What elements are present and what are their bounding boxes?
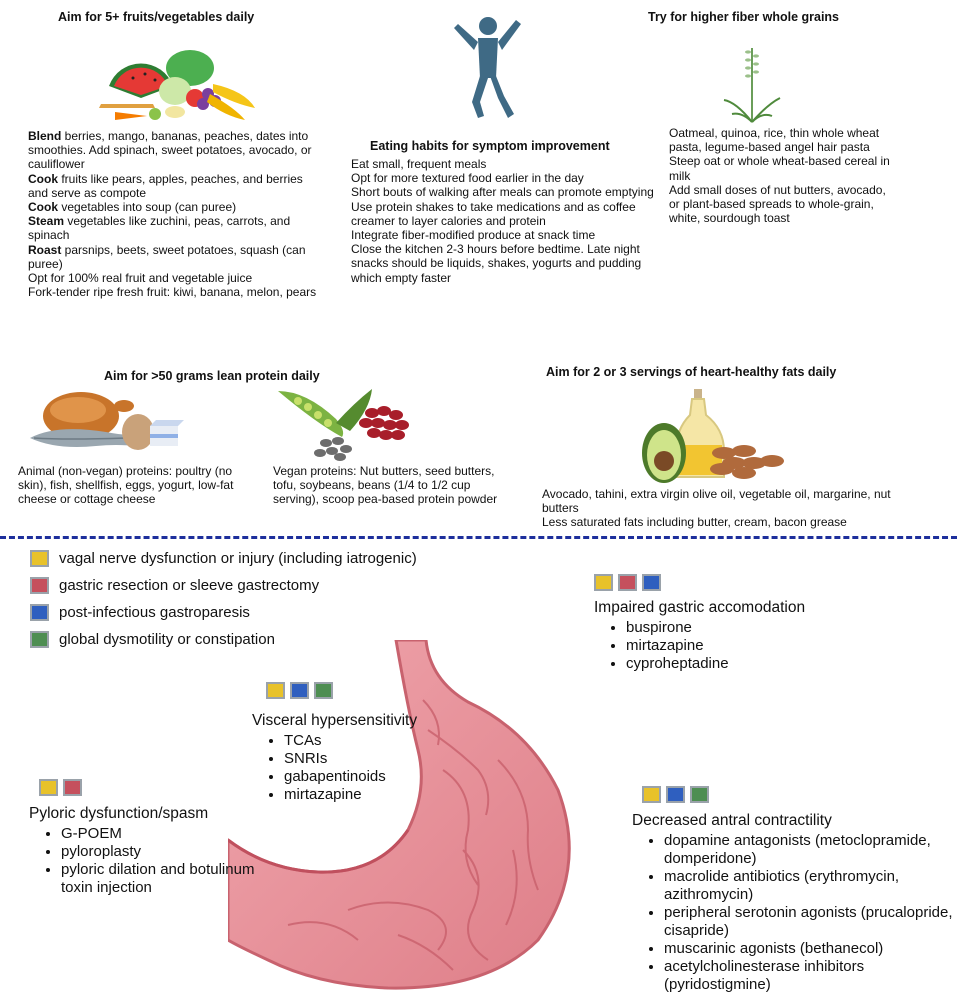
yellow-square-icon [266, 682, 285, 699]
yellow-square-icon [30, 549, 49, 567]
section-divider [0, 536, 957, 539]
red-square-icon [30, 576, 49, 594]
list-item: pyloroplasty [61, 843, 271, 861]
animal-protein-text: Animal (non-vegan) proteins: poultry (no… [18, 464, 234, 507]
yellow-square-icon [594, 574, 613, 591]
list-item: buspirone [626, 619, 805, 637]
fruits-heading: Aim for 5+ fruits/vegetables daily [58, 10, 255, 24]
list-item: TCAs [284, 732, 417, 750]
legend-item-blue: post-infectious gastroparesis [30, 600, 417, 624]
list-item: dopamine antagonists (metoclopramide, do… [664, 832, 956, 868]
red-square-icon [618, 574, 637, 591]
antral-list: dopamine antagonists (metoclopramide, do… [632, 832, 956, 994]
fruits-text: Blend berries, mango, bananas, peaches, … [28, 129, 318, 299]
list-item: mirtazapine [626, 637, 805, 655]
habits-heading: Eating habits for symptom improvement [370, 139, 610, 153]
person-walking-icon [450, 14, 530, 126]
grains-text: Oatmeal, quinoa, rice, thin whole wheat … [669, 126, 899, 225]
grains-item: Add small doses of nut butters, avocado,… [669, 182, 886, 226]
antral-annotation: Decreased antral contractility dopamine … [632, 786, 956, 994]
green-square-icon [30, 630, 49, 648]
habits-item: Short bouts of walking after meals can p… [351, 185, 654, 200]
accommodation-title: Impaired gastric accomodation [594, 599, 806, 616]
pyloric-annotation: Pyloric dysfunction/spasm G-POEM pylorop… [29, 779, 271, 897]
blue-square-icon [642, 574, 661, 591]
fruits-item: Cook fruits like pears, apples, peaches,… [28, 171, 303, 200]
list-item: peripheral serotonin agonists (prucalopr… [664, 904, 956, 940]
fruits-vegetables-icon [95, 46, 260, 126]
legend-item-green: global dysmotility or constipation [30, 627, 417, 651]
poultry-fish-egg-icon [26, 390, 186, 458]
list-item: muscarinic agonists (bethanecol) [664, 940, 956, 958]
fats-item: Less saturated fats including butter, cr… [542, 515, 847, 530]
fats-item: Avocado, tahini, extra virgin olive oil,… [542, 487, 891, 516]
fruits-item: Blend berries, mango, bananas, peaches, … [28, 129, 312, 172]
blue-square-icon [30, 603, 49, 621]
habits-item: Eat small, frequent meals [351, 157, 487, 171]
antral-title: Decreased antral contractility [632, 812, 832, 829]
legend: vagal nerve dysfunction or injury (inclu… [30, 546, 417, 651]
habits-text: Eat small, frequent meals Opt for more t… [351, 157, 663, 285]
vegan-protein-text: Vegan proteins: Nut butters, seed butter… [273, 464, 498, 507]
green-square-icon [314, 682, 333, 699]
fruits-item: Fork-tender ripe fresh fruit: kiwi, bana… [28, 285, 317, 300]
habits-item: Close the kitchen 2-3 hours before bedti… [351, 242, 642, 285]
habits-item: Opt for more textured food earlier in th… [351, 171, 584, 186]
legend-item-red: gastric resection or sleeve gastrectomy [30, 573, 417, 597]
list-item: pyloric dilation and botulinum toxin inj… [61, 861, 271, 897]
habits-item: Use protein shakes to take medications a… [351, 199, 636, 228]
avocado-oil-almonds-icon [640, 385, 790, 485]
visceral-title: Visceral hypersensitivity [252, 712, 418, 729]
list-item: G-POEM [61, 825, 271, 843]
accommodation-markers [594, 574, 805, 591]
grains-heading: Try for higher fiber whole grains [648, 10, 840, 24]
antral-markers [642, 786, 956, 803]
legend-item-yellow: vagal nerve dysfunction or injury (inclu… [30, 546, 417, 570]
grains-item: Steep oat or whole wheat-based cereal in… [669, 154, 890, 183]
list-item: gabapentinoids [284, 768, 417, 786]
pyloric-list: G-POEM pyloroplasty pyloric dilation and… [29, 825, 271, 897]
list-item: cyproheptadine [626, 655, 805, 673]
peas-seeds-beans-icon [276, 383, 416, 463]
fruits-item: Cook vegetables into soup (can puree) [28, 200, 237, 215]
accommodation-annotation: Impaired gastric accomodation buspirone … [594, 574, 805, 673]
grains-item: Oatmeal, quinoa, rice, thin whole wheat … [669, 126, 880, 155]
yellow-square-icon [642, 786, 661, 803]
stomach-illustration [228, 640, 648, 1000]
blue-square-icon [666, 786, 685, 803]
fats-text: Avocado, tahini, extra virgin olive oil,… [542, 487, 902, 530]
list-item: mirtazapine [284, 786, 417, 804]
accommodation-list: buspirone mirtazapine cyproheptadine [594, 619, 805, 673]
pyloric-markers [39, 779, 271, 796]
list-item: macrolide antibiotics (erythromycin, azi… [664, 868, 956, 904]
fruits-item: Opt for 100% real fruit and vegetable ju… [28, 271, 253, 286]
fruits-item: Steam vegetables like zuchini, peas, car… [28, 214, 291, 243]
blue-square-icon [290, 682, 309, 699]
red-square-icon [63, 779, 82, 796]
visceral-markers [266, 682, 417, 699]
green-square-icon [690, 786, 709, 803]
yellow-square-icon [39, 779, 58, 796]
visceral-annotation: Visceral hypersensitivity TCAs SNRIs gab… [252, 682, 417, 804]
visceral-list: TCAs SNRIs gabapentinoids mirtazapine [252, 732, 417, 804]
habits-item: Integrate fiber-modified produce at snac… [351, 228, 596, 243]
list-item: acetylcholinesterase inhibitors (pyridos… [664, 958, 956, 994]
list-item: SNRIs [284, 750, 417, 768]
fats-heading: Aim for 2 or 3 servings of heart-healthy… [546, 365, 837, 379]
protein-heading: Aim for >50 grams lean protein daily [104, 369, 320, 383]
wheat-plant-icon [722, 42, 782, 124]
fruits-item: Roast parsnips, beets, sweet potatoes, s… [28, 242, 306, 271]
pyloric-title: Pyloric dysfunction/spasm [29, 805, 209, 822]
